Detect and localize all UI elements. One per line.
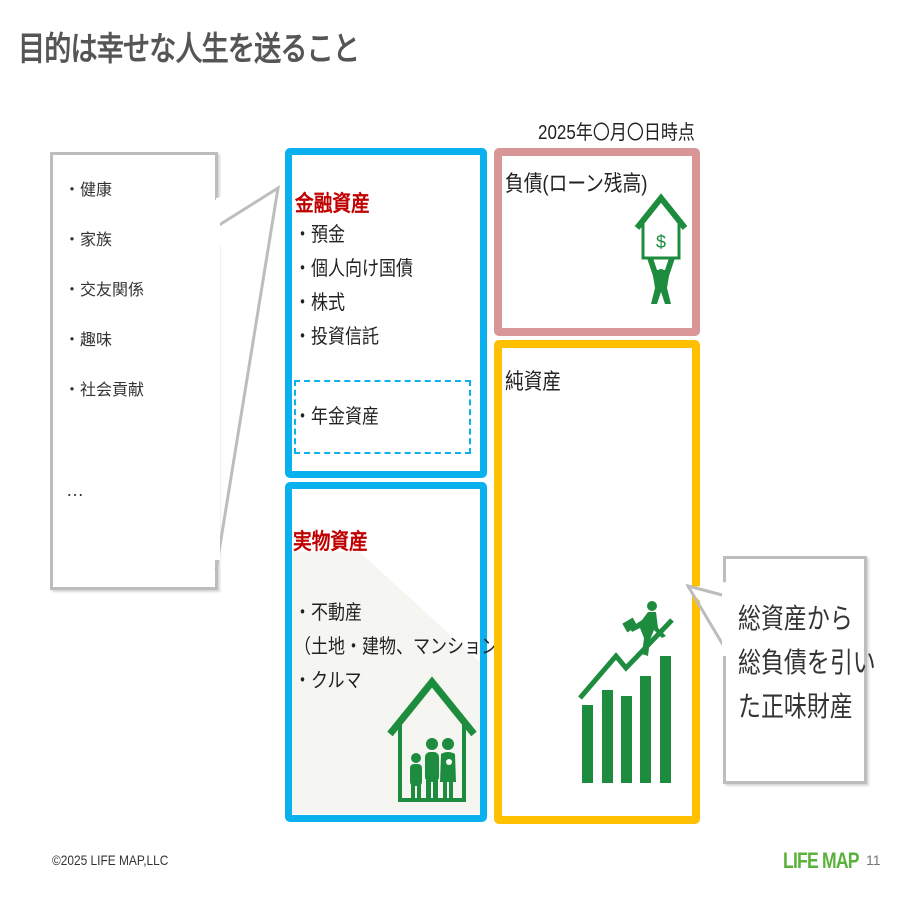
liabilities-panel bbox=[494, 148, 700, 336]
page-number: 11 bbox=[866, 852, 881, 868]
net-assets-explanation: 総資産から 総負債を引い た正味財産 bbox=[738, 597, 876, 729]
goal-item: ・健康 bbox=[64, 182, 113, 199]
financial-assets-panel bbox=[285, 148, 487, 478]
copyright: ©2025 LIFE MAP,LLC bbox=[52, 852, 169, 868]
financial-asset-item: ・投資信託 bbox=[294, 326, 379, 348]
explanation-line: た正味財産 bbox=[738, 691, 853, 722]
explanation-line: 総資産から bbox=[738, 603, 853, 634]
real-asset-item: （土地・建物、マンション） bbox=[294, 636, 515, 658]
net-assets-bubble: 総資産から 総負債を引い た正味財産 bbox=[723, 556, 876, 784]
explanation-line: 総負債を引い bbox=[738, 647, 876, 678]
net-assets-panel bbox=[494, 340, 700, 824]
pension-assets-box bbox=[294, 380, 471, 454]
net-assets-bubble-tail bbox=[686, 582, 728, 656]
financial-assets-heading: 金融資産 bbox=[295, 191, 370, 216]
real-asset-item: ・不動産 bbox=[294, 602, 362, 624]
real-asset-item: ・クルマ bbox=[294, 670, 362, 692]
goals-bubble bbox=[50, 152, 218, 590]
life-map-logo: LIFE MAP bbox=[783, 848, 860, 873]
as-of-date: 2025年〇月〇日時点 bbox=[538, 122, 695, 144]
goals-list: ・健康 ・家族 ・交友関係 ・趣味 ・社会貢献 bbox=[64, 176, 144, 426]
financial-asset-item: ・株式 bbox=[294, 292, 345, 314]
goal-item: ・社会貢献 bbox=[64, 382, 145, 399]
goals-ellipsis: … bbox=[66, 480, 84, 500]
goal-item: ・趣味 bbox=[64, 332, 113, 349]
real-assets-heading: 実物資産 bbox=[293, 529, 368, 554]
house-loan-burden-icon: $ bbox=[634, 193, 688, 304]
page-title: 目的は幸せな人生を送ること bbox=[18, 30, 360, 67]
goal-item: ・家族 bbox=[64, 232, 113, 249]
liabilities-heading: 負債(ローン残高) bbox=[505, 171, 648, 196]
goals-bubble-tail bbox=[214, 184, 281, 570]
pension-assets-item: ・年金資産 bbox=[294, 406, 379, 428]
family-house-icon bbox=[387, 676, 477, 802]
financial-asset-item: ・預金 bbox=[294, 224, 345, 246]
svg-text:$: $ bbox=[656, 232, 666, 252]
real-assets-list: ・不動産 （土地・建物、マンション） ・クルマ bbox=[294, 596, 554, 698]
financial-asset-item: ・個人向け国債 bbox=[294, 258, 413, 280]
goal-item: ・交友関係 bbox=[64, 282, 145, 299]
financial-assets-list: ・預金 ・個人向け国債 ・株式 ・投資信託 bbox=[294, 218, 434, 354]
growth-chart-runner-icon bbox=[578, 601, 674, 783]
net-assets-heading: 純資産 bbox=[505, 369, 562, 394]
